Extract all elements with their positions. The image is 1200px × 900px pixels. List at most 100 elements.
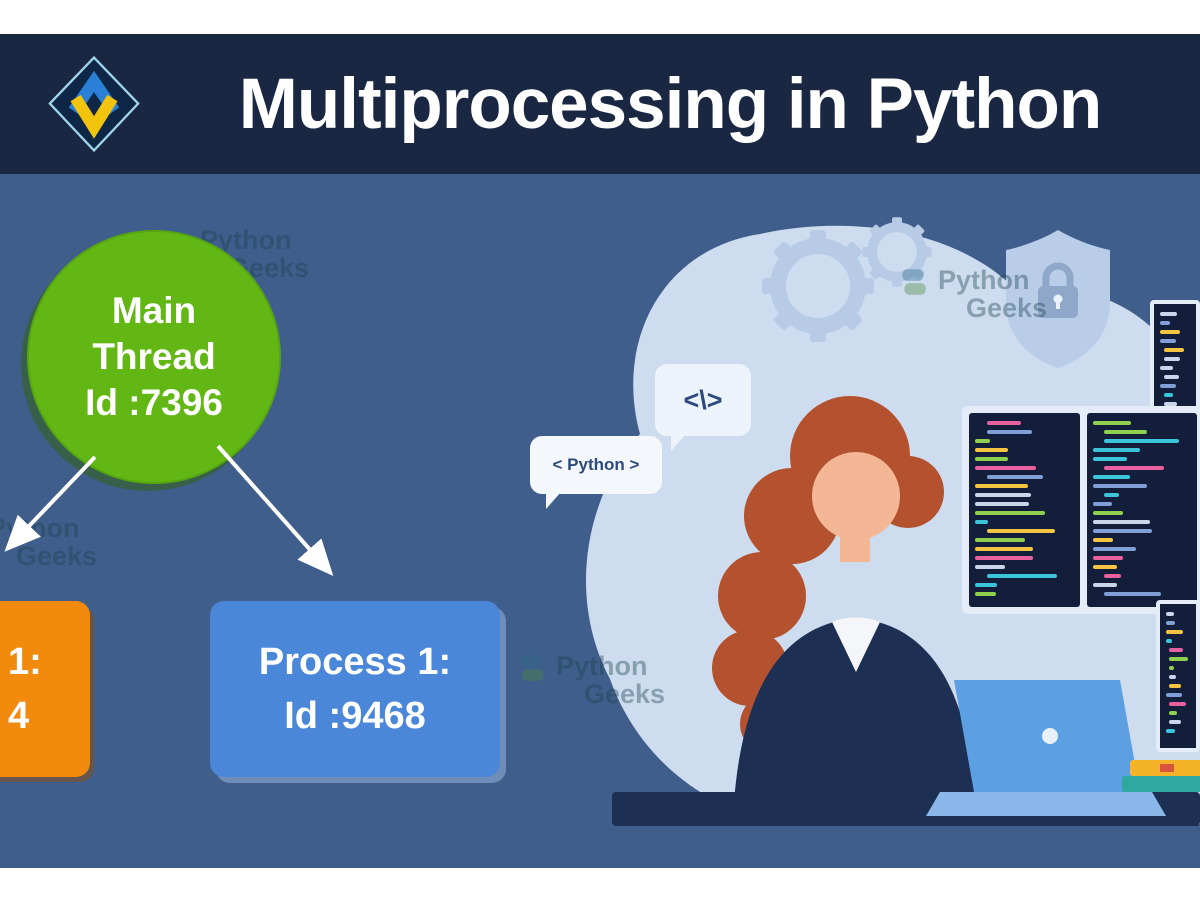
header-banner: Multiprocessing in Python bbox=[0, 34, 1200, 174]
gear-small-icon bbox=[862, 217, 932, 287]
laptop-logo-dot bbox=[1042, 728, 1058, 744]
code-line bbox=[1160, 321, 1171, 325]
code-line bbox=[1168, 702, 1186, 706]
code-line bbox=[975, 565, 1005, 569]
woman-illustration bbox=[612, 396, 1200, 826]
code-line bbox=[1092, 511, 1124, 515]
code-bubble-text: <\> bbox=[683, 384, 723, 415]
code-speech-bubble: <\> bbox=[655, 364, 751, 451]
code-line bbox=[975, 493, 1031, 497]
code-line bbox=[1168, 684, 1181, 688]
code-line bbox=[1168, 657, 1188, 661]
code-line bbox=[1092, 529, 1152, 533]
code-line bbox=[1166, 693, 1182, 697]
code-line bbox=[975, 511, 1045, 515]
code-screen bbox=[969, 413, 1080, 607]
code-line bbox=[986, 421, 1021, 425]
code-line bbox=[986, 430, 1033, 434]
watermark-word: Python bbox=[556, 651, 648, 681]
code-line bbox=[975, 520, 988, 524]
python-bubble-text: < Python > bbox=[552, 455, 640, 474]
code-screen bbox=[1160, 604, 1196, 748]
python-watermark-icon bbox=[902, 269, 926, 295]
side-monitor-bottom bbox=[1156, 600, 1200, 752]
watermark-word: Geeks bbox=[966, 293, 1048, 324]
code-line bbox=[1163, 357, 1181, 361]
code-line bbox=[1104, 439, 1179, 443]
code-line bbox=[986, 574, 1057, 578]
code-line bbox=[1160, 384, 1177, 388]
shield-lock-icon bbox=[1006, 230, 1110, 368]
code-screen bbox=[1086, 413, 1197, 607]
code-line bbox=[975, 556, 1034, 560]
code-line bbox=[1092, 583, 1118, 587]
code-line bbox=[1163, 402, 1177, 406]
code-line bbox=[1168, 648, 1183, 652]
code-line bbox=[1092, 547, 1136, 551]
code-line bbox=[1168, 720, 1181, 724]
code-line bbox=[1163, 375, 1179, 379]
code-line bbox=[975, 547, 1033, 551]
code-line bbox=[975, 448, 1008, 452]
left-process-box: 1: 4 bbox=[0, 601, 90, 777]
code-line bbox=[1168, 711, 1178, 715]
code-line bbox=[1163, 348, 1184, 352]
main-thread-node: Main Thread Id :7396 bbox=[27, 230, 281, 484]
main-thread-line2: Thread bbox=[92, 336, 216, 377]
code-line bbox=[1104, 493, 1120, 497]
top-white-strip bbox=[0, 0, 1200, 34]
code-line bbox=[1163, 393, 1174, 397]
code-line bbox=[975, 439, 990, 443]
code-line bbox=[975, 538, 1025, 542]
code-line bbox=[1092, 565, 1118, 569]
torso bbox=[733, 618, 977, 819]
dual-monitor bbox=[962, 406, 1200, 614]
code-line bbox=[1092, 538, 1114, 542]
code-line bbox=[1166, 612, 1175, 616]
code-line bbox=[1092, 475, 1131, 479]
face bbox=[812, 452, 900, 540]
code-line bbox=[1160, 366, 1173, 370]
left-box-line2: 4 bbox=[8, 695, 30, 737]
left-box-line1: 1: bbox=[8, 641, 42, 683]
python-speech-bubble: < Python > bbox=[530, 436, 662, 509]
process1-line2: Id :9468 bbox=[284, 695, 426, 737]
page-title: Multiprocessing in Python bbox=[238, 64, 1103, 144]
shirt-collar bbox=[832, 617, 880, 672]
code-line bbox=[1092, 520, 1151, 524]
code-line bbox=[1166, 639, 1172, 643]
code-line bbox=[1092, 502, 1113, 506]
watermark-word: Python bbox=[938, 265, 1030, 295]
code-line bbox=[975, 466, 1037, 470]
code-line bbox=[1092, 457, 1128, 461]
code-line bbox=[986, 529, 1056, 533]
laptop-base bbox=[926, 792, 1166, 816]
code-line bbox=[1160, 339, 1177, 343]
code-line bbox=[1166, 729, 1175, 733]
code-line bbox=[1104, 430, 1148, 434]
python-watermark-icon bbox=[520, 655, 544, 681]
main-thread-line1: Main bbox=[111, 290, 197, 331]
process1-box: Process 1: Id :9468 bbox=[210, 601, 500, 777]
code-line bbox=[975, 484, 1028, 488]
code-line bbox=[1092, 448, 1140, 452]
code-line bbox=[975, 457, 1008, 461]
code-line bbox=[1092, 556, 1124, 560]
code-line bbox=[1104, 592, 1162, 596]
code-line bbox=[975, 583, 997, 587]
code-line bbox=[1092, 421, 1132, 425]
books bbox=[1122, 760, 1200, 792]
code-line bbox=[1168, 675, 1177, 679]
code-line bbox=[1166, 621, 1176, 625]
code-line bbox=[1160, 330, 1181, 334]
pythongeeks-logo-icon bbox=[48, 54, 140, 154]
code-line bbox=[1104, 466, 1164, 470]
code-line bbox=[1160, 312, 1177, 316]
code-line bbox=[1092, 484, 1148, 488]
code-line bbox=[1168, 666, 1175, 670]
process1-line1: Process 1: bbox=[258, 641, 452, 683]
